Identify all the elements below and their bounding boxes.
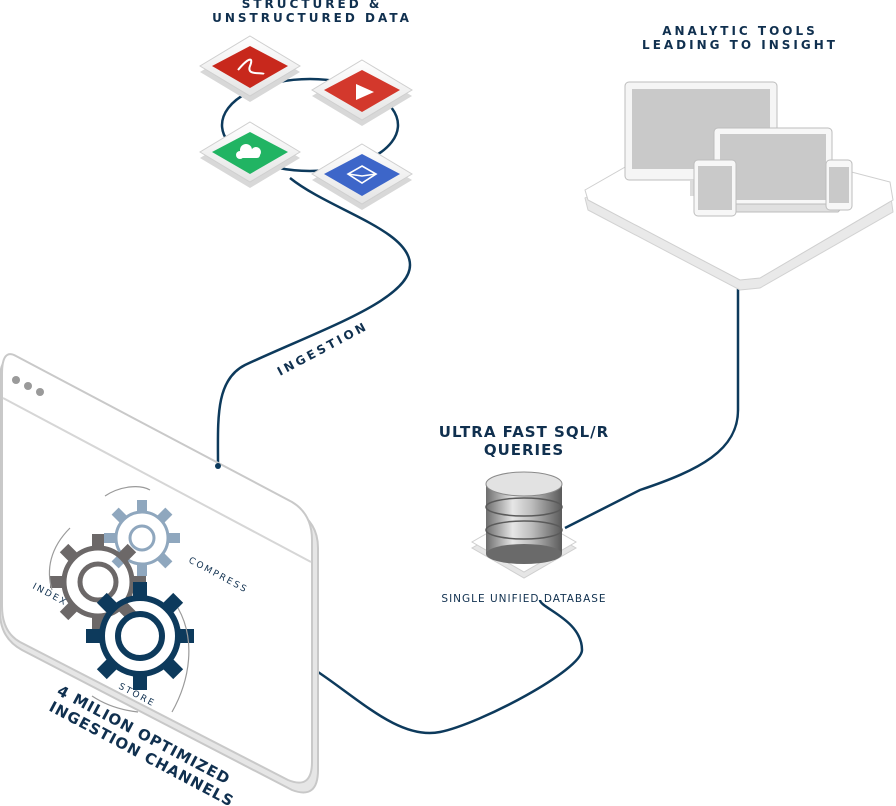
queries-title-line1: ULTRA FAST SQL/R bbox=[439, 423, 609, 441]
mail-tile bbox=[311, 143, 413, 210]
connector-lines bbox=[216, 177, 740, 735]
sources-title-line1: STRUCTURED & bbox=[242, 0, 383, 11]
pdf-tile bbox=[199, 35, 301, 102]
ingestion-label: INGESTION bbox=[275, 319, 371, 379]
pdf-icon bbox=[237, 58, 265, 75]
database-icon bbox=[470, 471, 578, 579]
video-tile bbox=[311, 59, 413, 126]
browser-window bbox=[0, 353, 319, 794]
database-label: SINGLE UNIFIED DATABASE bbox=[441, 593, 606, 605]
tablet-icon bbox=[693, 159, 737, 217]
cloud-tile bbox=[199, 121, 301, 188]
channels-to-db-line bbox=[317, 599, 584, 735]
sources-title-line2: UNSTRUCTURED DATA bbox=[212, 11, 412, 25]
cycle-arrows bbox=[48, 486, 190, 713]
tools-title-line1: ANALYTIC TOOLS bbox=[662, 24, 818, 38]
gear-dark-icon bbox=[86, 582, 194, 690]
queries-title-line2: QUERIES bbox=[484, 441, 564, 459]
mail-icon bbox=[346, 165, 378, 184]
tools-platform bbox=[584, 81, 894, 291]
window-dots-icon bbox=[12, 376, 44, 396]
cloud-icon bbox=[236, 144, 261, 159]
db-to-tools-line bbox=[564, 288, 740, 530]
ingestion-line bbox=[216, 177, 412, 466]
gear-light-icon bbox=[104, 500, 180, 576]
tools-title-line2: LEADING TO INSIGHT bbox=[642, 38, 838, 52]
phone-icon bbox=[825, 159, 853, 211]
laptop-icon bbox=[700, 127, 848, 213]
source-ring bbox=[220, 77, 400, 173]
video-icon bbox=[356, 84, 374, 100]
